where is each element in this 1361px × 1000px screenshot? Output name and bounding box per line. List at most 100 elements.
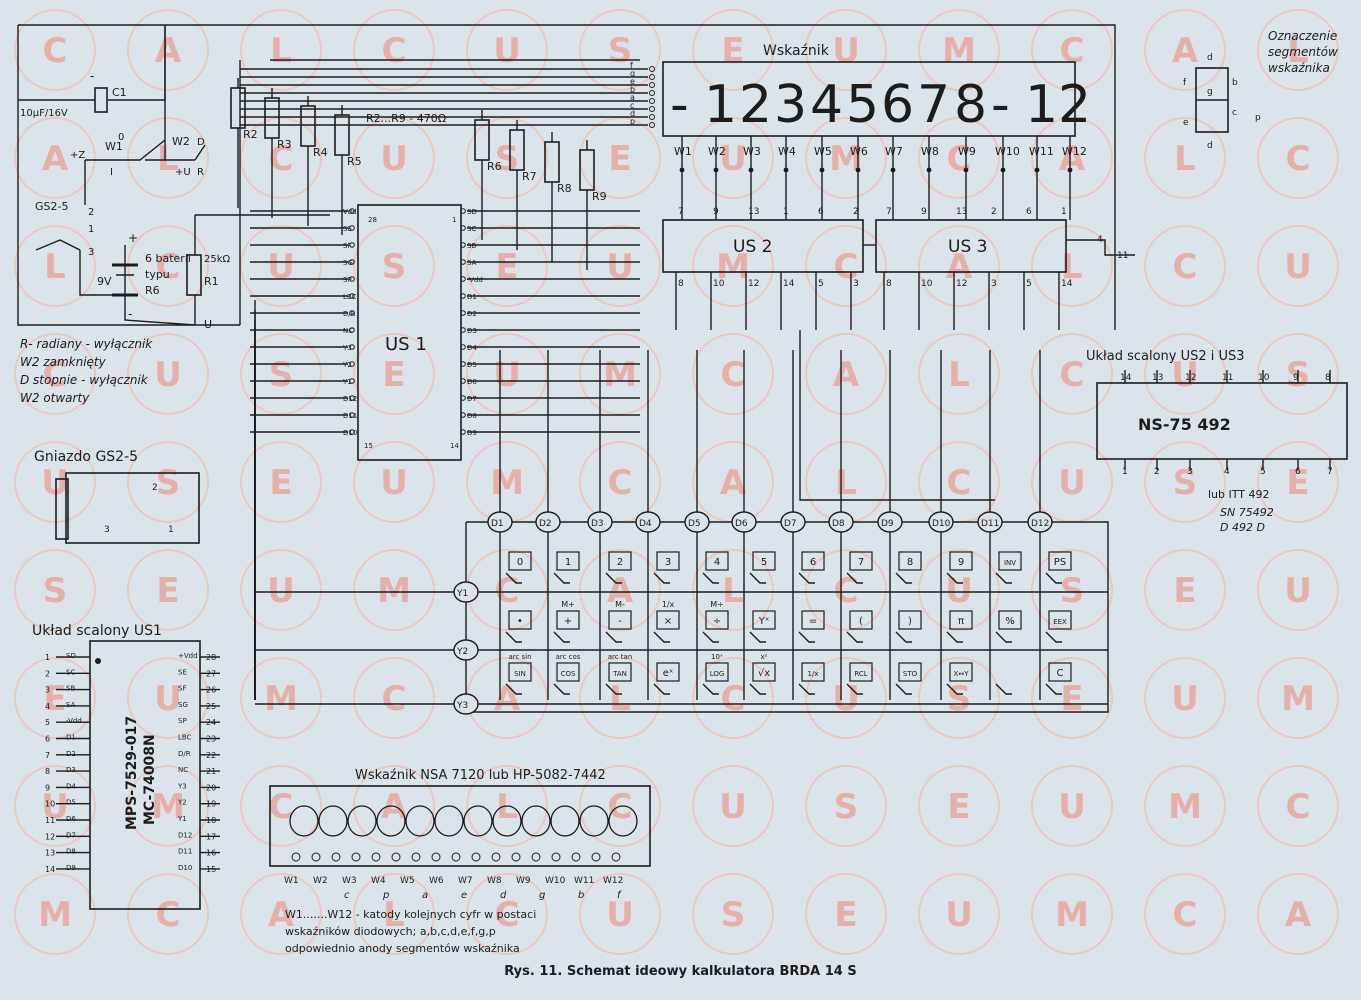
us1-pin-name: D/R [178, 750, 191, 758]
watermark-ring [918, 549, 1000, 631]
watermark-letter: U [380, 463, 408, 503]
watermark-ring [918, 117, 1000, 199]
nsa-pin [311, 852, 321, 862]
nsa-cathode-label: W1 [284, 876, 299, 886]
watermark-ring [1257, 117, 1339, 199]
key-label: √x [758, 668, 770, 679]
us1-pin-left: LBC [343, 293, 357, 301]
key-label: ( [859, 616, 863, 627]
us3-pin: 1 [1061, 207, 1067, 217]
us3-pin: 8 [886, 279, 892, 289]
watermark-ring [353, 657, 435, 739]
key-switch [605, 631, 622, 643]
watermark-letter: U [267, 571, 295, 611]
nsa-pin [511, 852, 521, 862]
watermark-letter: U [493, 355, 521, 395]
digit-line-node [587, 511, 613, 533]
key-switch [846, 683, 863, 695]
connector-dot [649, 98, 655, 104]
wiring [17, 24, 1331, 870]
us1-pin-name: D6 [66, 815, 76, 823]
nsa-cathode-label: W2 [313, 876, 328, 886]
watermark-letter: E [269, 463, 292, 503]
key-switch [995, 572, 1012, 584]
watermark-letter: L [1287, 31, 1309, 71]
us1-pin-name: Y3 [177, 782, 187, 790]
us1-pinout-body [89, 640, 201, 910]
nsa-segment-label: c [344, 890, 350, 901]
us3-pin: 6 [1026, 207, 1032, 217]
watermark-ring [805, 873, 887, 955]
key-switch [798, 683, 815, 695]
us1-pin-number: 15 [364, 442, 373, 450]
watermark-letter: M [829, 139, 863, 179]
watermark-ring [1031, 549, 1113, 631]
key-cap [608, 551, 632, 571]
power-rail-left [17, 25, 240, 326]
us1-pin-right: SA [467, 259, 477, 267]
key-cap [801, 551, 825, 571]
watermark-letter: S [43, 571, 68, 611]
key-label: • [517, 616, 523, 627]
key-cap [1048, 551, 1072, 571]
display-digit: 7 [917, 75, 950, 135]
watermark-ring [14, 873, 96, 955]
watermark-ring [692, 657, 774, 739]
key-label: 1 [565, 557, 571, 568]
socket-body [65, 472, 200, 544]
watermark-letter: C [721, 355, 746, 395]
us3-pin: 2 [991, 207, 997, 217]
minus-u-label: -U [200, 318, 212, 331]
us1-pin-name: +Vdd [178, 652, 198, 660]
watermark-ring [579, 333, 661, 415]
watermark-letter: C [1173, 247, 1198, 287]
us1-pin-num: 10 [45, 800, 55, 809]
digit-line-label: D5 [688, 519, 701, 529]
key-switch [995, 631, 1012, 643]
watermark-letter: C [1060, 355, 1085, 395]
key-switch [702, 631, 719, 643]
ic-bottom-pin: 6 [1295, 467, 1301, 477]
watermark-letter: U [1284, 247, 1312, 287]
watermark-letter: C [947, 463, 972, 503]
pin-dot [460, 310, 466, 316]
key-cap [898, 551, 922, 571]
jack-symbol [35, 239, 81, 251]
watermark-ring [14, 441, 96, 523]
nsa-pin [611, 852, 621, 862]
watermark-letter: C [1173, 895, 1198, 935]
cathode-label: W3 [743, 145, 761, 158]
gs-label: GS2-5 [35, 200, 68, 213]
watermark-letter: S [269, 355, 294, 395]
us1-pin-num: 25 [206, 702, 216, 711]
connector-dot [649, 90, 655, 96]
gs-pin: 3 [88, 247, 94, 258]
ic-top-pin: 9 [1293, 373, 1299, 383]
socket-pin: 1 [168, 525, 174, 535]
watermark-letter: A [155, 31, 182, 71]
nsa-digit-lens [579, 805, 609, 837]
key-switch [895, 683, 912, 695]
nsa-digit-lens [463, 805, 493, 837]
watermark-letter: E [947, 787, 970, 827]
watermark-letter: C [608, 463, 633, 503]
ic-top-pin: 13 [1152, 373, 1163, 383]
us1-pin-name: D10 [178, 864, 192, 872]
watermark-letter: S [1060, 571, 1085, 611]
key-label: 3 [665, 557, 671, 568]
watermark-ring [805, 225, 887, 307]
watermark-letter: S [947, 679, 972, 719]
watermark-ring [353, 225, 435, 307]
digit-line-label: D7 [784, 519, 797, 529]
legend-title-line: wskaźnika [1268, 61, 1330, 75]
watermark-ring [1144, 549, 1226, 631]
watermark-letter: U [719, 787, 747, 827]
watermark-letter: M [377, 571, 411, 611]
watermark-letter: A [1285, 895, 1312, 935]
cathode-label: W7 [885, 145, 903, 158]
watermark-ring [805, 9, 887, 91]
watermark-ring [240, 117, 322, 199]
watermark-ring [918, 333, 1000, 415]
display-digit: 4 [810, 75, 843, 135]
nsa-cathode-label: W11 [574, 876, 594, 886]
